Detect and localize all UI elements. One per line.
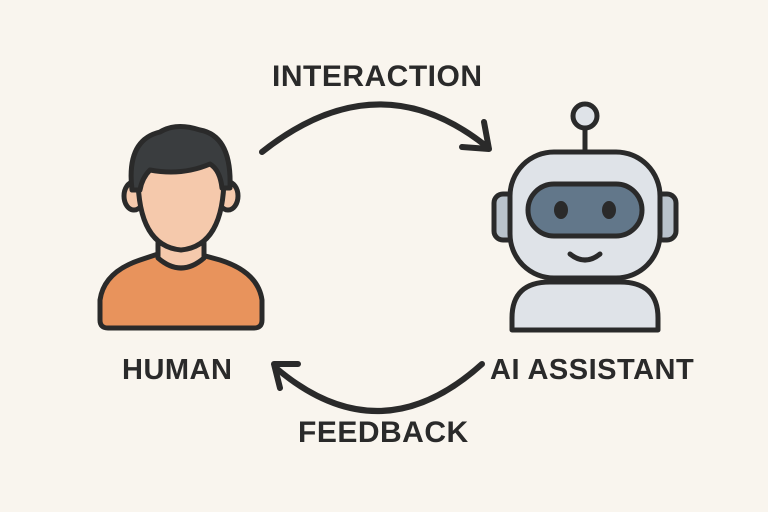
robot-assistant-icon — [491, 101, 679, 333]
interaction-label: INTERACTION — [272, 60, 483, 93]
human-avatar-icon — [97, 124, 265, 331]
human-label: HUMAN — [122, 354, 233, 386]
curved-arrow-right-icon — [259, 101, 492, 155]
feedback-label: FEEDBACK — [298, 416, 469, 449]
ai-assistant-label: AI ASSISTANT — [490, 354, 695, 386]
curved-arrow-left-icon — [271, 361, 485, 414]
